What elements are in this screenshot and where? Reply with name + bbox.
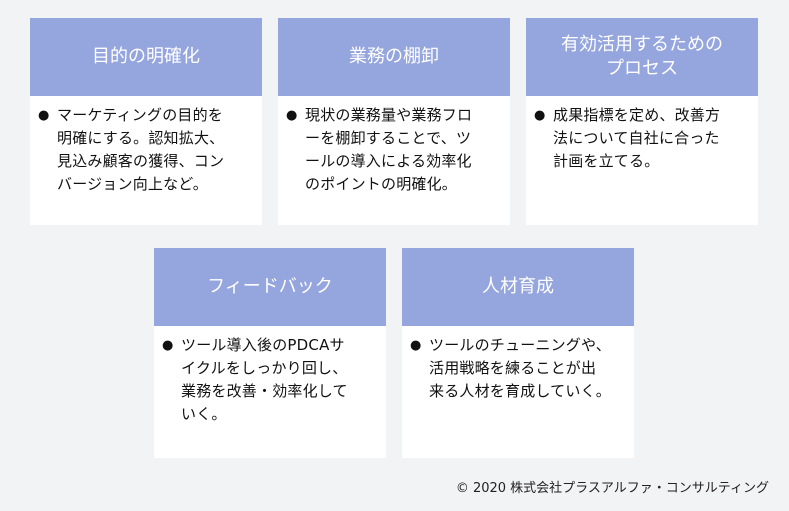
card-talent-development: 人材育成 ● ツールのチューニングや、 活用戦略を練ることが出 来る人材を育成し… <box>402 248 634 458</box>
bullet-item: ● マーケティングの目的を 明確にする。認知拡大、 見込み顧客の獲得、コン バー… <box>38 104 256 196</box>
card-goal-clarification: 目的の明確化 ● マーケティングの目的を 明確にする。認知拡大、 見込み顧客の獲… <box>30 18 262 225</box>
bullet-item: ● 現状の業務量や業務フロ ーを棚卸することで、ツ ールの導入による効率化 のポ… <box>286 104 504 196</box>
card-title: 業務の棚卸 <box>278 18 510 96</box>
bullet-icon: ● <box>38 108 50 123</box>
card-body: ● 現状の業務量や業務フロ ーを棚卸することで、ツ ールの導入による効率化 のポ… <box>278 96 510 204</box>
card-title: 有効活用するための プロセス <box>526 18 758 96</box>
card-title: フィードバック <box>154 248 386 326</box>
card-feedback: フィードバック ● ツール導入後のPDCAサ イクルをしっかり回し、 業務を改善… <box>154 248 386 458</box>
bullet-text: マーケティングの目的を 明確にする。認知拡大、 見込み顧客の獲得、コン バージョ… <box>57 106 225 193</box>
card-body: ● ツールのチューニングや、 活用戦略を練ることが出 来る人材を育成していく。 <box>402 326 634 411</box>
bullet-icon: ● <box>162 338 174 353</box>
bullet-text: ツールのチューニングや、 活用戦略を練ることが出 来る人材を育成していく。 <box>429 336 611 400</box>
card-effective-use-process: 有効活用するための プロセス ● 成果指標を定め、改善方 法について自社に合った… <box>526 18 758 225</box>
card-body: ● マーケティングの目的を 明確にする。認知拡大、 見込み顧客の獲得、コン バー… <box>30 96 262 204</box>
bullet-item: ● ツールのチューニングや、 活用戦略を練ることが出 来る人材を育成していく。 <box>410 334 628 403</box>
bullet-icon: ● <box>286 108 298 123</box>
card-body: ● 成果指標を定め、改善方 法について自社に合った 計画を立てる。 <box>526 96 758 181</box>
card-business-inventory: 業務の棚卸 ● 現状の業務量や業務フロ ーを棚卸することで、ツ ールの導入による… <box>278 18 510 225</box>
bullet-text: 現状の業務量や業務フロ ーを棚卸することで、ツ ールの導入による効率化 のポイン… <box>305 106 473 193</box>
card-title: 人材育成 <box>402 248 634 326</box>
card-body: ● ツール導入後のPDCAサ イクルをしっかり回し、 業務を改善・効率化して い… <box>154 326 386 434</box>
bullet-icon: ● <box>534 108 546 123</box>
card-title: 目的の明確化 <box>30 18 262 96</box>
bullet-item: ● 成果指標を定め、改善方 法について自社に合った 計画を立てる。 <box>534 104 752 173</box>
bullet-item: ● ツール導入後のPDCAサ イクルをしっかり回し、 業務を改善・効率化して い… <box>162 334 380 426</box>
bullet-text: 成果指標を定め、改善方 法について自社に合った 計画を立てる。 <box>553 106 721 170</box>
bullet-text: ツール導入後のPDCAサ イクルをしっかり回し、 業務を改善・効率化して いく。 <box>181 336 348 423</box>
copyright-notice: © 2020 株式会社プラスアルファ・コンサルティング <box>455 481 769 496</box>
bullet-icon: ● <box>410 338 422 353</box>
